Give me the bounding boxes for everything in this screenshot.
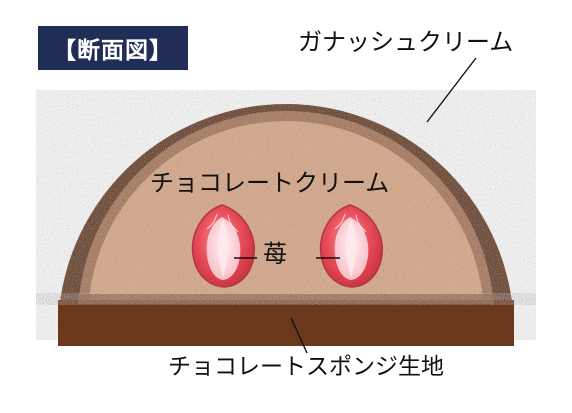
right-strawberry-icon — [319, 204, 383, 288]
chocolate-sponge-label: チョコレートスポンジ生地 — [168, 354, 444, 380]
chocolate-cream-label: チョコレートクリーム — [150, 169, 390, 197]
chocolate-sponge-layer — [58, 300, 514, 346]
sponge-callout-line — [290, 317, 308, 354]
section-title-badge: 【断面図】 — [38, 26, 188, 70]
strawberry-label: 苺 — [263, 240, 287, 268]
left-strawberry-icon — [191, 204, 255, 288]
ganache-cream-label: ガナッシュクリーム — [298, 28, 514, 56]
ganache-callout-line — [426, 57, 477, 123]
sponge-top-texture — [78, 294, 494, 304]
chocolate-cream-layer — [78, 111, 494, 327]
